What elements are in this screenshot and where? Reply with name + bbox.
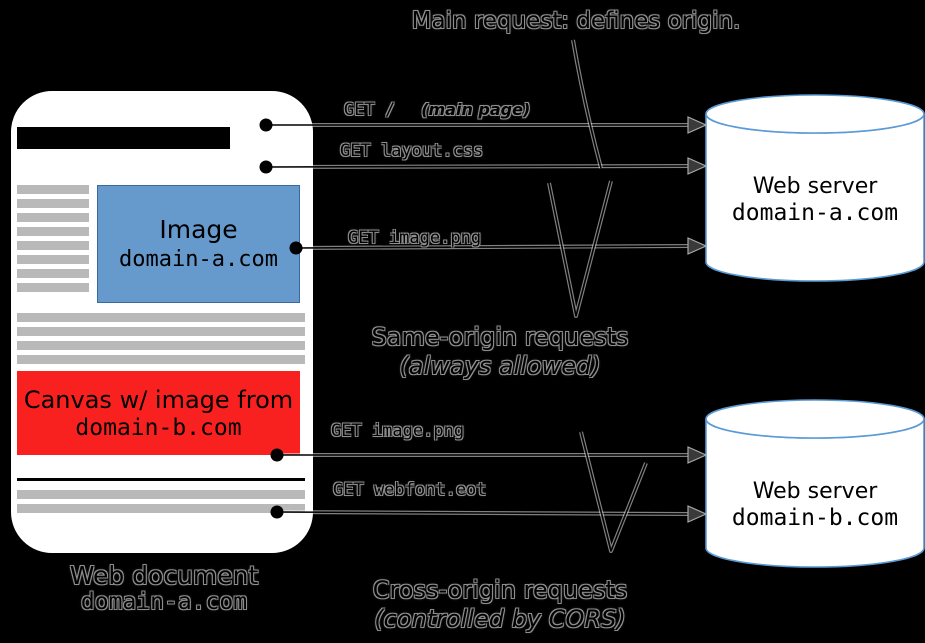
text-line-placeholder bbox=[17, 341, 305, 350]
request-label-image-png-cross-origin: GET image.png bbox=[331, 421, 465, 441]
document-heading-placeholder bbox=[17, 127, 230, 149]
same-origin-title: Same-origin requests bbox=[371, 323, 629, 351]
server-a-title: Web server bbox=[752, 174, 878, 199]
image-box-domain: domain-a.com bbox=[119, 247, 278, 272]
request-label-main-page: GET / (main page) bbox=[344, 100, 530, 120]
image-box-label: Image bbox=[159, 215, 238, 244]
server-b-label: Web server domain-b.com bbox=[706, 479, 924, 531]
cross-origin-subtitle: (controlled by CORS) bbox=[374, 605, 626, 633]
same-origin-chevron bbox=[548, 180, 612, 317]
canvas-box: Canvas w/ image from domain-b.com bbox=[17, 371, 300, 455]
request-label-layout-css: GET layout.css bbox=[340, 141, 484, 161]
text-line-placeholder bbox=[17, 355, 305, 364]
web-document-caption-domain: domain-a.com bbox=[80, 589, 248, 615]
cross-origin-chevron bbox=[580, 431, 647, 552]
text-line-placeholder bbox=[17, 241, 89, 250]
text-line-placeholder bbox=[17, 504, 305, 513]
main-request-pointer-line bbox=[572, 39, 602, 169]
request-arrows bbox=[265, 123, 689, 516]
text-line-placeholder bbox=[17, 313, 305, 322]
text-line-placeholder bbox=[17, 255, 89, 264]
image-box: Image domain-a.com bbox=[97, 185, 300, 303]
cross-origin-annotation: Cross-origin requests (controlled by COR… bbox=[350, 576, 650, 634]
request-label-image-png-same-origin: GET image.png bbox=[348, 228, 482, 248]
text-line-placeholder bbox=[17, 269, 89, 278]
cross-origin-title: Cross-origin requests bbox=[372, 576, 628, 604]
arrowhead-icon bbox=[687, 116, 708, 523]
request-note: (main page) bbox=[421, 100, 531, 119]
web-document-caption-title: Web document bbox=[69, 561, 259, 590]
web-document-caption: Web document domain-a.com bbox=[38, 562, 290, 615]
request-label-webfont-eot: GET webfont.eot bbox=[333, 480, 487, 500]
canvas-box-label: Canvas w/ image from bbox=[23, 385, 294, 414]
server-a-domain: domain-a.com bbox=[731, 200, 899, 226]
server-b-domain: domain-b.com bbox=[731, 505, 899, 531]
web-document: Image domain-a.com Canvas w/ image from … bbox=[6, 86, 318, 558]
server-a-label: Web server domain-a.com bbox=[706, 174, 924, 226]
text-line-placeholder bbox=[17, 227, 89, 236]
server-b-title: Web server bbox=[752, 479, 878, 504]
same-origin-annotation: Same-origin requests (always allowed) bbox=[355, 323, 645, 381]
text-line-placeholder bbox=[17, 213, 89, 222]
text-line-placeholder bbox=[17, 199, 89, 208]
text-line-placeholder bbox=[17, 185, 89, 194]
main-request-annotation: Main request: defines origin. bbox=[411, 8, 741, 34]
same-origin-subtitle: (always allowed) bbox=[399, 352, 601, 380]
text-line-placeholder bbox=[17, 490, 305, 499]
divider-line bbox=[17, 478, 305, 481]
canvas-box-domain: domain-b.com bbox=[75, 414, 242, 441]
text-line-placeholder bbox=[17, 283, 89, 292]
annotation-pointers bbox=[547, 39, 648, 553]
text-line-placeholder bbox=[17, 327, 305, 336]
request-method-path: GET / bbox=[344, 100, 396, 120]
